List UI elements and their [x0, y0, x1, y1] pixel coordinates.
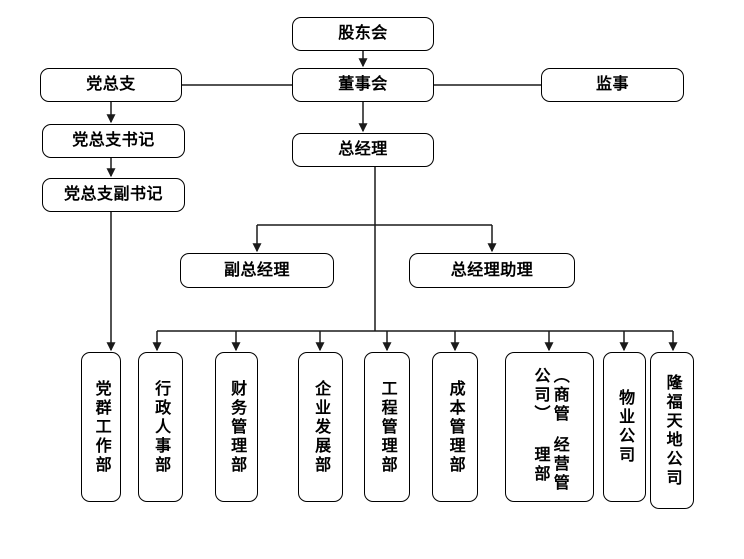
- node-party-branch[interactable]: 党总支: [40, 68, 182, 102]
- node-supervisor[interactable]: 监事: [541, 68, 684, 102]
- node-dept-cost-management[interactable]: 成本管理部: [432, 352, 478, 502]
- node-deputy-general-manager[interactable]: 副总经理: [180, 253, 334, 288]
- node-dept-operations-management[interactable]: （商管公司） 经营管理部: [505, 352, 594, 502]
- node-party-secretary[interactable]: 党总支书记: [42, 124, 185, 158]
- node-dept-enterprise-development[interactable]: 企业发展部: [298, 352, 343, 502]
- node-board-of-directors[interactable]: 董事会: [292, 68, 434, 102]
- node-dept-property-company[interactable]: 物业公司: [603, 352, 646, 502]
- node-dept-operations-subtitle: （商管公司）: [531, 367, 568, 425]
- node-dept-longfu-tiandi-company[interactable]: 隆福天地公司: [650, 352, 694, 509]
- node-general-manager[interactable]: 总经理: [292, 133, 434, 167]
- node-shareholders[interactable]: 股东会: [292, 17, 434, 51]
- node-general-manager-assistant[interactable]: 总经理助理: [409, 253, 575, 288]
- node-dept-finance-management[interactable]: 财务管理部: [215, 352, 258, 502]
- node-deputy-party-secretary[interactable]: 党总支副书记: [42, 178, 185, 212]
- node-dept-operations-title: 经营管理部: [531, 436, 568, 494]
- node-dept-administration-hr[interactable]: 行政人事部: [138, 352, 183, 502]
- node-dept-engineering-management[interactable]: 工程管理部: [364, 352, 410, 502]
- node-dept-party-mass-work[interactable]: 党群工作部: [81, 352, 121, 502]
